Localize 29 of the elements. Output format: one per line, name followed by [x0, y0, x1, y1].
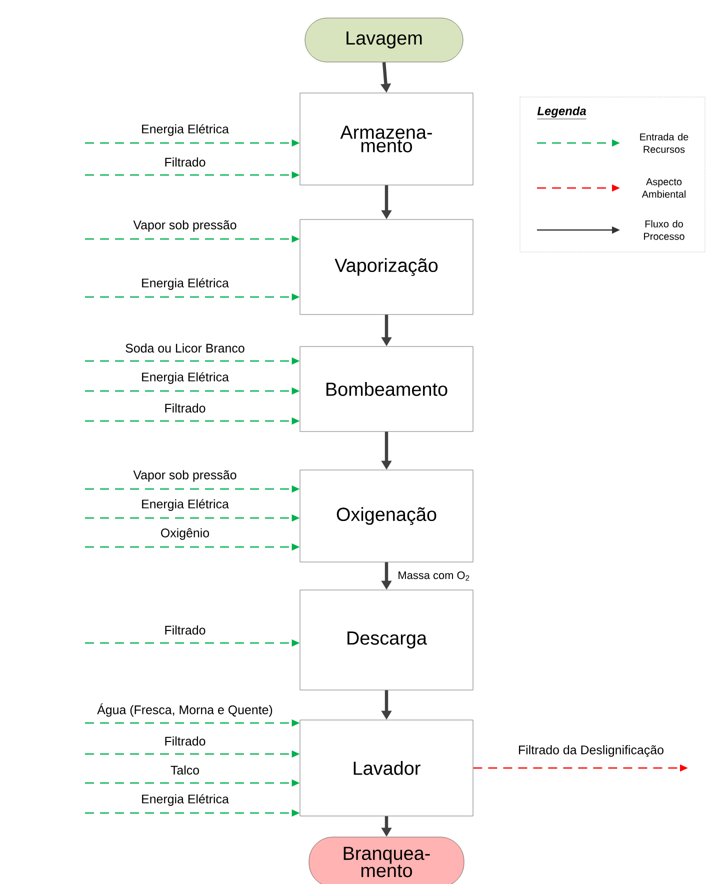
- legend-text: Fluxo do Processo: [644, 220, 684, 240]
- process-box: Bombeamento: [300, 346, 474, 432]
- edge-label: Filtrado: [163, 624, 207, 636]
- edge-label: Energia Elétrica: [140, 793, 230, 807]
- edge-label: Energia Elétrica: [140, 371, 230, 385]
- edge-label: Talco: [169, 764, 201, 776]
- process-box: Vaporização: [300, 219, 474, 315]
- edge-label: Filtrado da Deslignificação: [516, 744, 666, 758]
- legend-text: Entrada de Recursos: [640, 133, 688, 153]
- legend-title: Legenda: [537, 106, 587, 120]
- edge-label: Oxigênio: [159, 527, 211, 541]
- process-box: Armazena- mento: [300, 92, 474, 186]
- edge-label: Filtrado: [163, 156, 207, 168]
- legend-text: Aspecto Ambiental: [642, 178, 686, 198]
- edge-label: Filtrado: [163, 735, 207, 747]
- edge-label: Filtrado: [163, 402, 207, 414]
- start-terminal: Lavagem: [304, 18, 464, 62]
- edge-label: Vapor sob pressão: [132, 469, 238, 483]
- edge-label: Energia Elétrica: [140, 123, 230, 137]
- process-box: Lavador: [300, 720, 474, 816]
- end-terminal: Branquea- mento: [308, 836, 464, 884]
- edge-label: Energia Elétrica: [140, 277, 230, 291]
- edge-label: Água (Fresca, Morna e Quente): [96, 702, 274, 718]
- edge-label: Energia Elétrica: [140, 498, 230, 512]
- process-box: Oxigenação: [300, 470, 474, 562]
- process-box: Descarga: [300, 590, 474, 690]
- edge-label: Massa com O$_{2}$: [396, 570, 472, 582]
- edge-label: Vapor sob pressão: [132, 219, 238, 233]
- edge-label: Soda ou Licor Branco: [124, 342, 246, 354]
